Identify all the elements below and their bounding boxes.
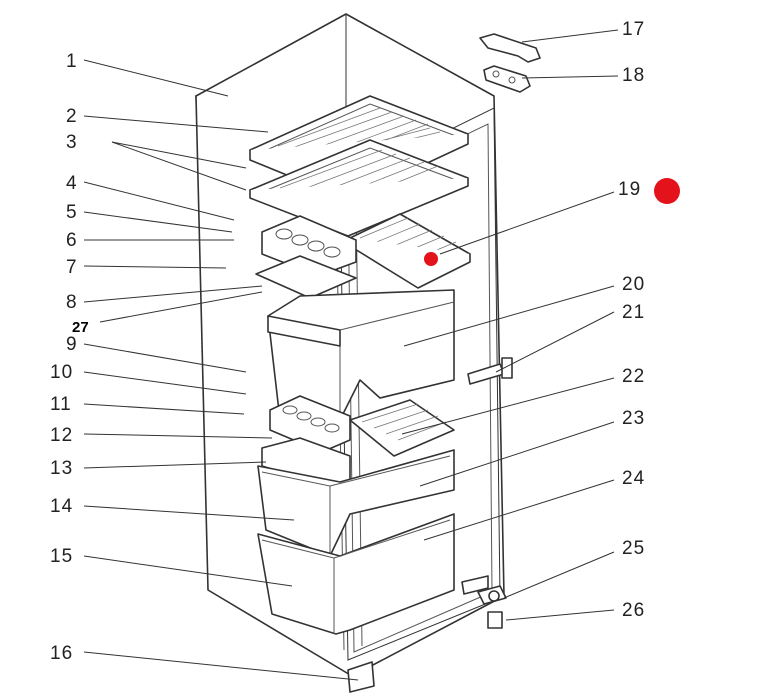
label-25: 25 <box>622 538 645 559</box>
right-labels: 17 18 19 20 21 22 23 24 25 26 <box>618 19 645 621</box>
label-16: 16 <box>50 643 73 664</box>
label-21: 21 <box>622 302 645 323</box>
label-23: 23 <box>622 408 645 429</box>
label-22: 22 <box>622 366 645 387</box>
label-7: 7 <box>66 257 78 278</box>
label-8: 8 <box>66 292 78 313</box>
label-18: 18 <box>622 65 645 86</box>
crisper-drawer <box>267 289 455 421</box>
label-13: 13 <box>50 458 73 479</box>
label-17: 17 <box>622 19 645 40</box>
label-20: 20 <box>622 274 645 295</box>
upper-shelves <box>249 95 471 289</box>
hinge-parts <box>347 33 541 693</box>
leader-lines <box>83 29 619 681</box>
label-15: 15 <box>50 546 73 567</box>
red-marker-small <box>424 252 438 266</box>
egg-tray <box>255 215 357 299</box>
label-11: 11 <box>50 394 72 415</box>
label-1: 1 <box>66 51 78 72</box>
red-marker-large <box>654 178 680 204</box>
label-12: 12 <box>50 425 73 446</box>
label-19: 19 <box>618 179 641 200</box>
left-labels: 1 2 3 4 5 6 7 8 27 9 10 11 12 13 14 15 1… <box>50 51 89 664</box>
label-26: 26 <box>622 600 645 621</box>
label-24: 24 <box>622 468 645 489</box>
freezer-section <box>257 395 489 635</box>
label-3: 3 <box>66 132 78 153</box>
label-10: 10 <box>50 362 73 383</box>
label-9: 9 <box>66 334 78 355</box>
label-6: 6 <box>66 230 78 251</box>
label-2: 2 <box>66 106 78 127</box>
label-27: 27 <box>72 319 89 336</box>
label-5: 5 <box>66 202 78 223</box>
label-14: 14 <box>50 496 73 517</box>
label-4: 4 <box>66 173 78 194</box>
